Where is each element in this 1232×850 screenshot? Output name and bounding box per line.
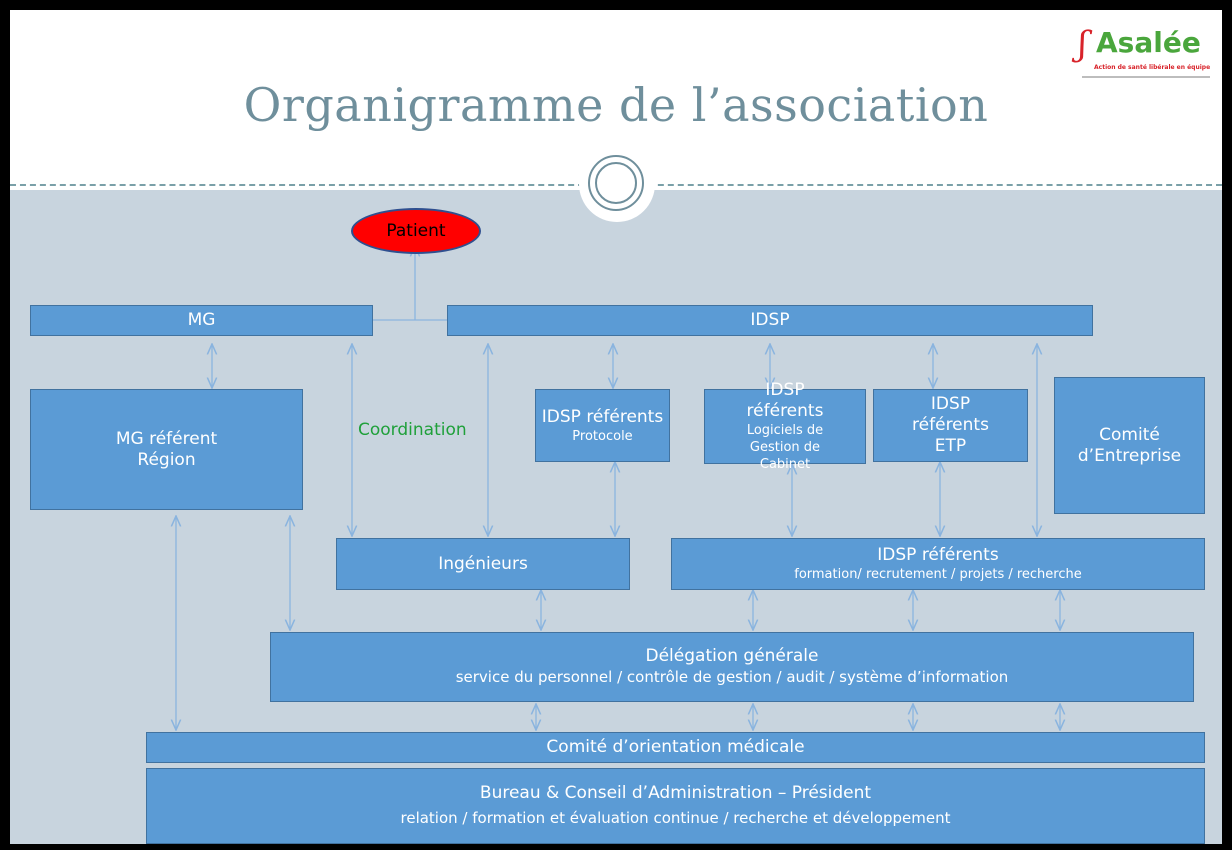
idsp-box: IDSP [447, 305, 1093, 336]
ingenieurs-label: Ingénieurs [438, 553, 528, 574]
idsp-referents-etp-box: IDSP référents ETP [873, 389, 1028, 462]
box-title: Bureau & Conseil d’Administration – Prés… [479, 783, 872, 803]
mg-box: MG [30, 305, 373, 336]
asalee-logo: ʃ Asalée Action de santé libérale en équ… [1072, 24, 1214, 80]
ingenieurs-box: Ingénieurs [336, 538, 630, 590]
idsp-label: IDSP [750, 310, 790, 330]
comite-entreprise-box: Comité d’Entreprise [1054, 377, 1205, 514]
comite-orientation-box: Comité d’orientation médicale [146, 732, 1205, 763]
box-subtitle: service du personnel / contrôle de gesti… [455, 668, 1009, 686]
comite-entreprise-label: Comité d’Entreprise [1077, 424, 1182, 466]
bureau-conseil-box: Bureau & Conseil d’Administration – Prés… [146, 768, 1205, 844]
box-title: IDSP référents [746, 380, 824, 421]
idsp-referents-logiciels-box: IDSP référents Logiciels de Gestion de C… [704, 380, 866, 472]
page-title: Organigramme de l’association [243, 78, 989, 132]
delegation-generale-box: Délégation générale service du personnel… [270, 632, 1194, 702]
box-title: IDSP référents [541, 406, 664, 427]
mg-referent-box: MG référent Région [30, 389, 303, 510]
idsp-referents-protocole-box: IDSP référents Protocole [535, 389, 670, 462]
coordination-label: Coordination [358, 420, 467, 440]
logo-name: Asalée [1096, 26, 1201, 59]
box-subtitle: Protocole [572, 428, 633, 444]
logo-tagline: Action de santé libérale en équipe [1094, 64, 1211, 71]
mg-referent-label: MG référent Région [115, 428, 218, 470]
slide: Organigramme de l’association ʃ Asalée A… [10, 10, 1222, 844]
patient-node: Patient [351, 208, 481, 254]
idsp-referents-etp-label: IDSP référents ETP [912, 394, 989, 456]
comite-orientation-label: Comité d’orientation médicale [546, 737, 805, 757]
box-subtitle: formation/ recrutement / projets / reche… [794, 567, 1082, 582]
ring-badge-outer-circle [588, 155, 644, 211]
connectors [10, 10, 1222, 844]
box-subtitle: Logiciels de Gestion de Cabinet [746, 423, 824, 472]
logo-swash-icon: ʃ [1078, 24, 1088, 64]
mg-label: MG [187, 310, 216, 330]
idsp-referents-formation-box: IDSP référents formation/ recrutement / … [671, 538, 1205, 590]
logo-underline [1082, 76, 1210, 78]
box-title: IDSP référents [877, 545, 999, 565]
ring-badge-inner-circle [595, 162, 637, 204]
box-subtitle: relation / formation et évaluation conti… [400, 809, 951, 827]
box-title: Délégation générale [645, 646, 819, 666]
